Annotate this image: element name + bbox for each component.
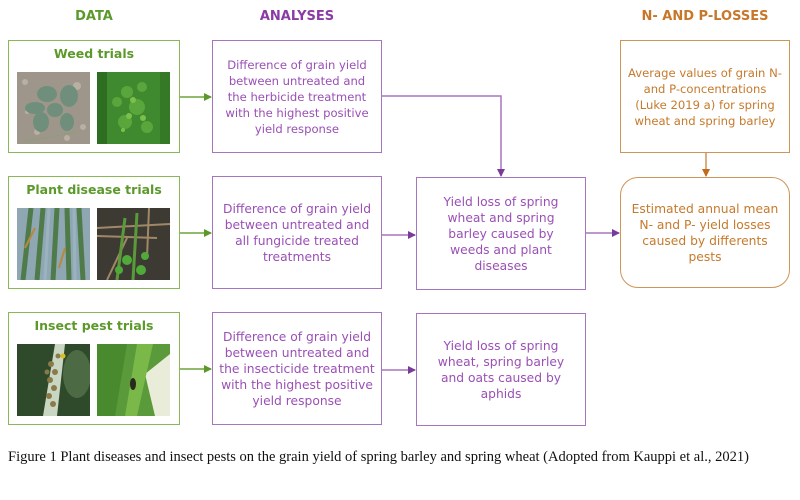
analysis-text: Difference of grain yield between untrea… [225, 57, 369, 136]
data-box-insect-pest-trials: Insect pest trials [8, 312, 180, 425]
data-box-weed-trials: Weed trials [8, 40, 180, 153]
estimated-losses-box: Estimated annual mean N- and P- yield lo… [620, 177, 790, 288]
yield-loss-text: Yield loss of spring wheat, spring barle… [437, 338, 565, 401]
analysis-text: Difference of grain yield between untrea… [222, 201, 372, 264]
diseased-leaves-photo [17, 208, 90, 280]
figure-caption: Figure 1 Plant diseases and insect pests… [8, 449, 749, 465]
data-box-title: Plant disease trials [26, 182, 162, 197]
arrow-herbicide-to-yield-loss [382, 95, 505, 177]
concentrations-text: Average values of grain N- and P-concent… [628, 65, 782, 128]
column-header-analyses: ANALYSES [259, 9, 335, 24]
insect-on-leaf-photo [97, 344, 170, 416]
yield-loss-text: Yield loss of spring wheat and spring ba… [443, 194, 559, 273]
analysis-text: Difference of grain yield between untrea… [219, 329, 375, 408]
data-box-title: Weed trials [53, 46, 135, 61]
yield-loss-box-aphids: Yield loss of spring wheat, spring barle… [416, 313, 586, 426]
yield-loss-box-weeds-diseases: Yield loss of spring wheat and spring ba… [416, 177, 586, 290]
estimated-losses-text: Estimated annual mean N- and P- yield lo… [631, 201, 779, 264]
concentrations-box: Average values of grain N- and P-concent… [620, 40, 790, 153]
data-box-title: Insect pest trials [34, 318, 154, 333]
diseased-stubble-photo [97, 208, 170, 280]
column-header-data: DATA [75, 9, 113, 24]
weed-seedling-photo [17, 72, 90, 144]
analysis-box-herbicide: Difference of grain yield between untrea… [212, 40, 382, 153]
weed-field-photo [97, 72, 170, 144]
analysis-box-insecticide: Difference of grain yield between untrea… [212, 312, 382, 425]
data-box-plant-disease-trials: Plant disease trials [8, 176, 180, 289]
aphid-colony-photo [17, 344, 90, 416]
analysis-box-fungicide: Difference of grain yield between untrea… [212, 176, 382, 289]
column-header-losses: N- AND P-LOSSES [641, 9, 769, 24]
